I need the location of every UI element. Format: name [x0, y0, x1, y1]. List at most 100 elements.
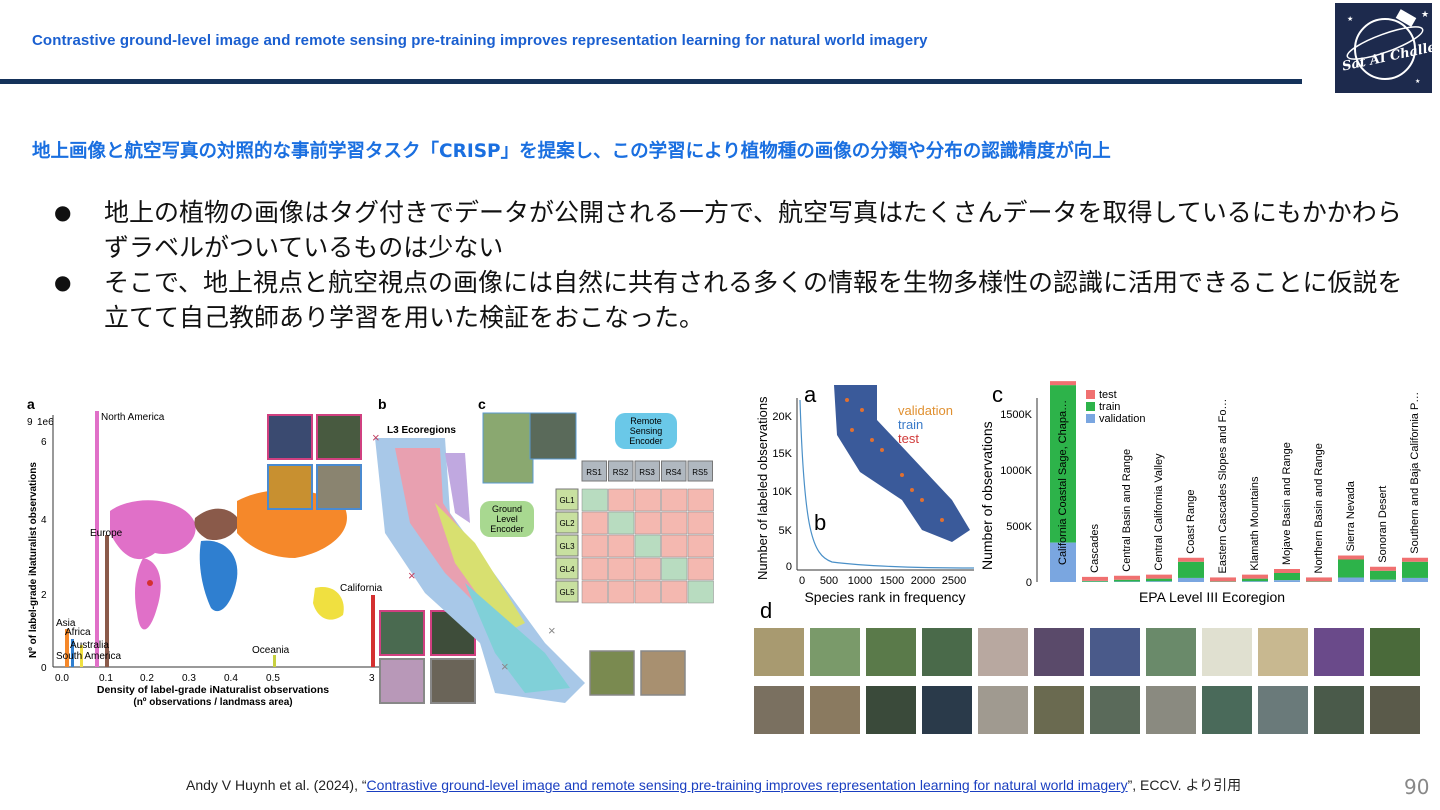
aerial-image: [866, 686, 916, 734]
logo: ★ ★ ★ Sat AI Challenge: [1335, 3, 1432, 93]
ground-image: [1314, 628, 1364, 676]
rs-cell-label: RS4: [666, 468, 682, 477]
panel-a-label: a: [27, 396, 35, 412]
y-tick-9: 9: [27, 417, 33, 428]
rank-curve: [799, 399, 975, 569]
eco-bar-test: [1210, 577, 1236, 582]
panel-d-label: d: [760, 598, 772, 623]
rs-encoder-box: [615, 413, 677, 449]
a-ytick: 15K: [772, 448, 792, 460]
legend-c-test: test: [1099, 389, 1117, 401]
x-tick: 0.1: [99, 673, 113, 684]
rs-cell: [608, 460, 634, 482]
header-rule: [0, 79, 1302, 84]
california-scatter-map: [834, 385, 970, 542]
eco-label: Eastern Cascades Slopes and Fo…: [1217, 399, 1229, 574]
ground-image: [866, 628, 916, 676]
photo-thumb: [316, 414, 362, 460]
a-xtick: 1500: [880, 575, 904, 587]
citation-suffix: ”, ECCV. より引用: [1127, 777, 1242, 793]
california-map: [375, 438, 585, 703]
photo-thumb: [430, 658, 476, 704]
eco-bar-train: [1242, 578, 1268, 582]
matrix-cell: [608, 511, 635, 535]
bar-oceania: [273, 655, 276, 667]
bullet-item: ●地上の植物の画像はタグ付きでデータが公開される一方で、航空写真はたくさんデータ…: [52, 195, 1412, 265]
rs-cell-label: RS5: [692, 468, 708, 477]
matrix-cell: [661, 534, 688, 558]
eco-label: Mojave Basin and Range: [1281, 442, 1293, 565]
eco-label: Southern and Baja California P…: [1409, 392, 1421, 554]
aerial-image: [1202, 686, 1252, 734]
subtitle: 地上画像と航空写真の対照的な事前学習タスク「CRISP」を提案し、この学習により…: [32, 141, 1111, 162]
matrix-cell: [608, 557, 635, 581]
figure-right-svg: a 20K 15K 10K 5K 0 0 500 1000 1500 2000 …: [754, 381, 1428, 734]
a-xtick: 0: [799, 575, 805, 587]
aerial-image: [1314, 686, 1364, 734]
eco-bar-validation: [1338, 577, 1364, 582]
matrix-cell: [661, 511, 688, 535]
region-africa: Africa: [65, 627, 91, 638]
gl-cell: [555, 511, 579, 534]
eco-bar-test: [1242, 574, 1268, 579]
y-tick-6: 6: [41, 437, 47, 448]
figure-left-svg: a 9 1e6 6 4 2 0 Nº of label-grade iNatur…: [27, 396, 714, 708]
photo-thumb: [640, 650, 686, 696]
marker-x-icon: ×: [372, 430, 380, 445]
bullet-text: 地上の植物の画像はタグ付きでデータが公開される一方で、航空写真はたくさんデータを…: [104, 198, 1402, 262]
c-y-label: Number of observations: [979, 421, 995, 570]
legend-validation: validation: [898, 403, 953, 418]
rs-cell: [687, 460, 713, 482]
matrix-cell: [634, 557, 661, 581]
eco-bar-test: [1114, 575, 1140, 580]
aerial-image: [1258, 686, 1308, 734]
legend-train: train: [898, 417, 923, 432]
a-ytick: 0: [786, 561, 792, 573]
photo-stack: [482, 412, 534, 484]
matrix-cell: [634, 580, 661, 604]
aerial-image: [1034, 686, 1084, 734]
logo-art: ★ ★ ★: [1346, 9, 1429, 85]
eco-bar-test: [1082, 576, 1108, 581]
gl-cell: [555, 580, 579, 603]
eco-bar-test: [1050, 381, 1076, 386]
eco-bar-train: [1146, 578, 1172, 582]
citation-link[interactable]: Contrastive ground-level image and remot…: [366, 777, 1128, 793]
bar-asia: [65, 629, 69, 667]
eco-bar-test: [1370, 566, 1396, 571]
x-axis-label: Density of label-grade iNaturalist obser…: [97, 684, 329, 696]
map-dots: [845, 398, 944, 522]
ground-image: [1034, 628, 1084, 676]
eco-label: California Coastal Sage, Chapa…: [1057, 400, 1069, 565]
eco-bar-test: [1338, 555, 1364, 560]
a-x-label: Species rank in frequency: [804, 589, 965, 605]
a-xtick: 2500: [942, 575, 966, 587]
region-california: California: [340, 583, 383, 594]
gl-cell-label: GL4: [559, 565, 575, 574]
photo-thumb: [379, 610, 425, 656]
matrix-cell: [687, 534, 714, 558]
panel-b-label: b: [814, 510, 826, 535]
panel-b-label: b: [378, 396, 387, 412]
matrix-cell: [581, 557, 608, 581]
ground-image: [1258, 628, 1308, 676]
eco-bar-train: [1050, 385, 1076, 543]
photo-stack: [529, 412, 577, 460]
similarity-matrix: [581, 488, 714, 604]
a-xtick: 500: [820, 575, 838, 587]
ground-image: [1146, 628, 1196, 676]
y-tick-4: 4: [41, 515, 47, 526]
citation: Andy V Huynh et al. (2024), “Contrastive…: [186, 775, 1241, 795]
bar-california: [371, 595, 375, 667]
matrix-cell: [661, 557, 688, 581]
bullet-list: ●地上の植物の画像はタグ付きでデータが公開される一方で、航空写真はたくさんデータ…: [52, 195, 1412, 335]
panel-c-label: c: [478, 396, 486, 412]
rs-cell: [634, 460, 660, 482]
rs-cell-label: RS2: [613, 468, 629, 477]
header-title: Contrastive ground-level image and remot…: [32, 32, 928, 49]
c-ytick: 1000K: [1000, 465, 1032, 477]
c-ytick: 0: [1026, 577, 1032, 589]
bar-africa: [71, 639, 74, 667]
